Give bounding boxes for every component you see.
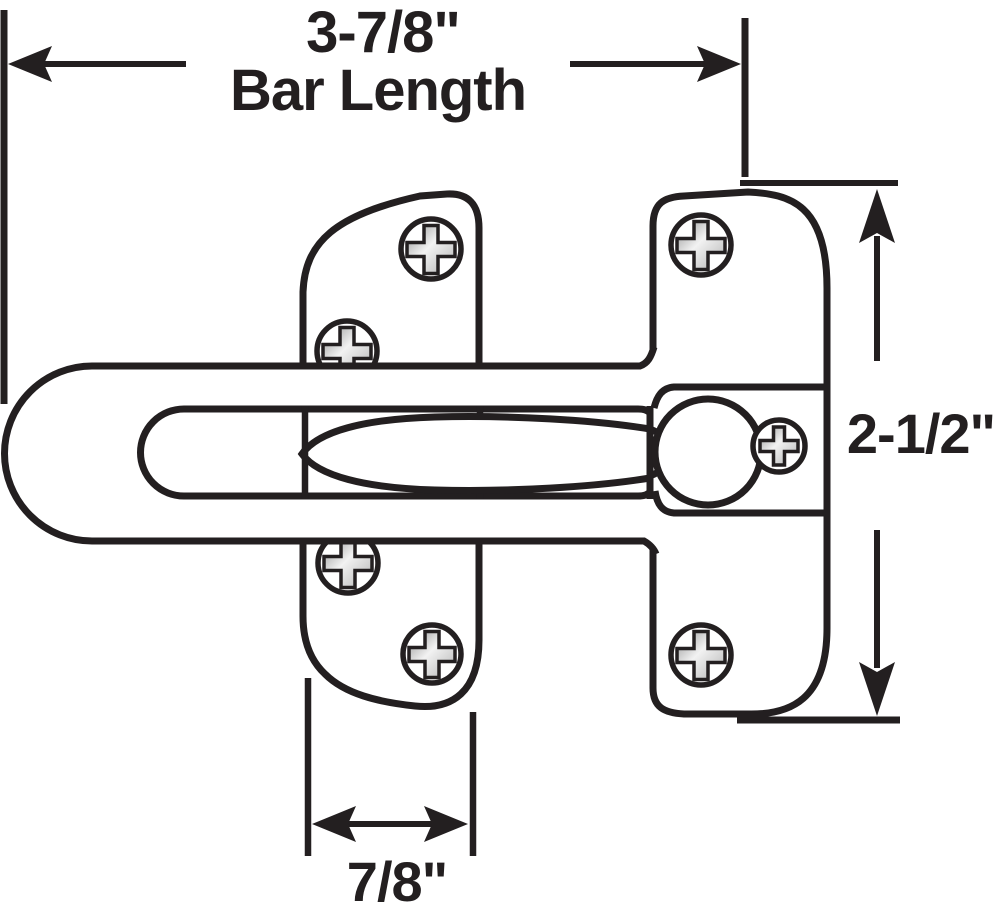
arrow-right-icon: [697, 46, 741, 82]
dimension-bar-length: [0, 10, 749, 404]
arrow-left-icon: [8, 46, 52, 82]
screw-icon: [668, 212, 734, 278]
arrow-left-icon: [312, 806, 356, 842]
screw-icon: [668, 622, 734, 688]
dimension-plate-height: [737, 180, 900, 724]
arrow-right-icon: [424, 806, 468, 842]
bar-length-value: 3-7/8": [306, 0, 461, 65]
screw-icon: [398, 216, 464, 282]
slot-width-value: 7/8": [346, 850, 448, 907]
pivot-ball: [651, 395, 765, 509]
screw-icon: [750, 417, 808, 475]
plate-height-value: 2-1/2": [846, 402, 996, 465]
dimension-slot-width: [304, 678, 477, 856]
socket-housing: [650, 383, 827, 517]
screw-icon: [400, 622, 464, 686]
arrow-up-icon: [859, 189, 895, 243]
bar-length-caption: Bar Length: [229, 58, 527, 123]
bar-paddle: [297, 413, 654, 494]
swing-bar: [1, 345, 670, 556]
bar-slot: [137, 405, 651, 500]
screw-icon: [315, 530, 381, 596]
arrow-down-icon: [859, 662, 895, 716]
